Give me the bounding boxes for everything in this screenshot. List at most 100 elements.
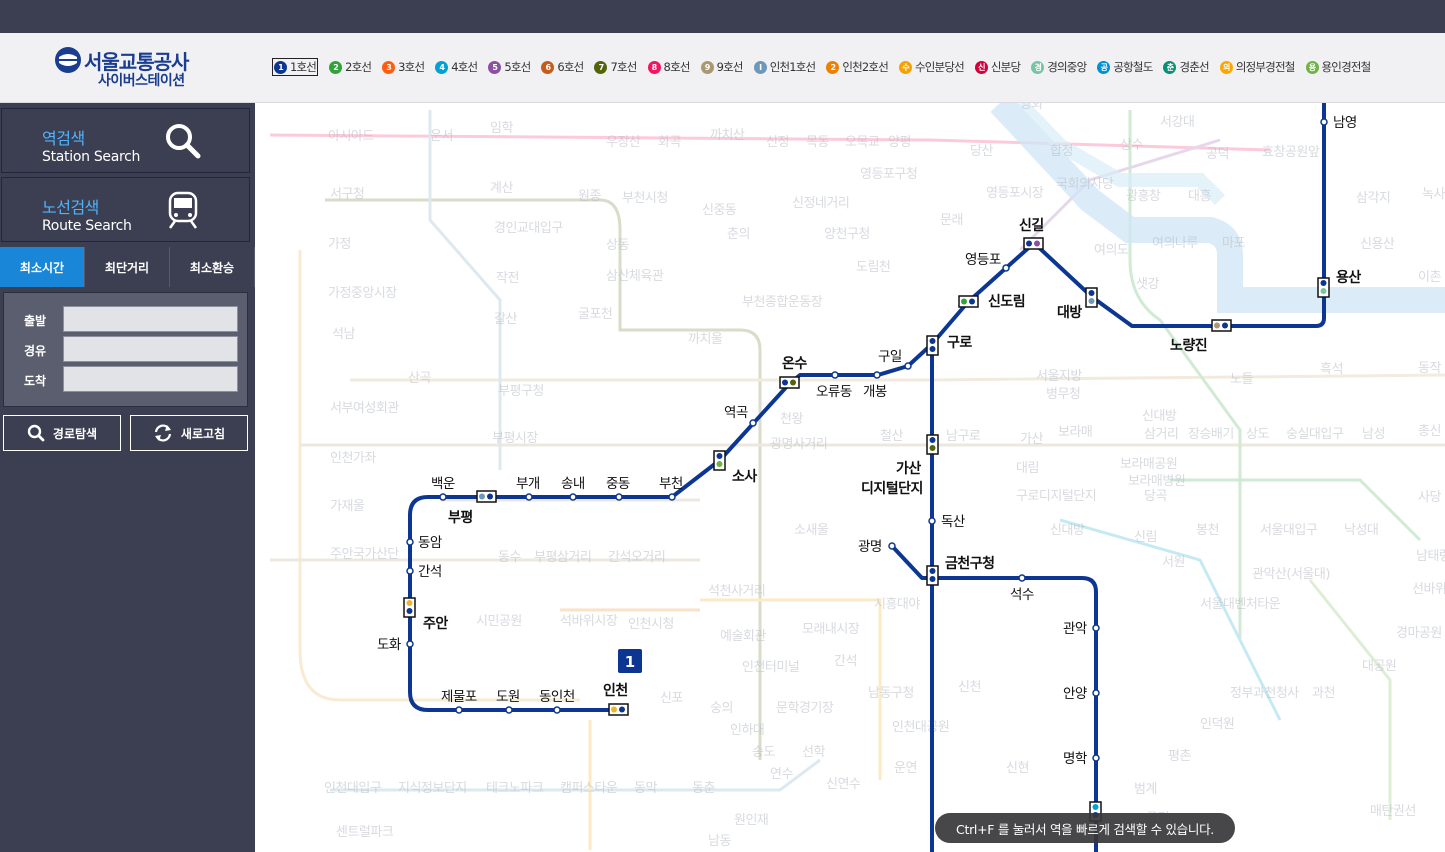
svg-text:병무청: 병무청 [1046,387,1080,402]
station-dowon[interactable] [505,706,513,714]
station-yongsan[interactable] [1317,277,1330,298]
station-incheon[interactable] [608,703,629,716]
svg-text:산곡: 산곡 [408,371,431,386]
station-ganseok[interactable] [406,567,414,575]
refresh-button[interactable]: 새로고침 [130,415,248,451]
arrival-input[interactable] [63,366,238,392]
label-seoksu: 석수 [1010,587,1034,603]
logo[interactable]: 서울교통공사 사이버스테이션 [54,44,204,90]
station-jungdong[interactable] [615,493,623,501]
station-singil[interactable] [1023,237,1044,250]
station-namyeong[interactable] [1320,118,1328,126]
seoul-metro-logo-icon [55,47,81,73]
svg-text:상도: 상도 [1246,427,1269,442]
departure-label: 출발 [24,314,47,328]
station-myeonghak[interactable] [1092,754,1100,762]
route-search-submit-button[interactable]: 경로탐색 [3,415,121,451]
station-bupyeong[interactable] [476,490,497,503]
line-filter-label: 6호선 [557,60,584,74]
station-oryudong[interactable] [831,371,839,379]
route-search-button[interactable]: 노선검색 Route Search [1,177,250,242]
station-daebang[interactable] [1085,287,1098,308]
line-badge-icon: 6 [541,60,555,74]
station-guro[interactable] [926,335,939,356]
tab-min-time[interactable]: 최소시간 [0,247,85,287]
station-gwangmyeong[interactable] [888,542,896,550]
svg-text:까치울: 까치울 [688,332,723,347]
station-gaebong[interactable] [873,371,881,379]
station-bugae[interactable] [525,493,533,501]
svg-text:신천: 신천 [958,680,981,695]
svg-text:흑석: 흑석 [1320,362,1343,377]
station-yeokgok[interactable] [749,419,757,427]
label-yeongdeungpo: 영등포 [965,252,1001,268]
station-onsu[interactable] [779,376,800,389]
svg-text:보라매병원: 보라매병원 [1128,474,1185,489]
line-filter-label: 1호선 [290,60,317,74]
station-dohwa[interactable] [406,640,414,648]
svg-text:신용산: 신용산 [1360,237,1395,252]
station-geumcheon[interactable] [926,565,939,586]
station-seoksu[interactable] [1018,574,1026,582]
via-input[interactable] [63,336,238,362]
station-sindorim[interactable] [958,295,979,308]
tab-shortest-distance[interactable]: 최단거리 [85,247,170,287]
station-yeongdeungpo[interactable] [1002,264,1010,272]
svg-text:남태령: 남태령 [1416,549,1445,564]
tab-min-transfer[interactable]: 최소환승 [170,247,255,287]
svg-text:정부과천청사: 정부과천청사 [1230,686,1299,701]
station-noryangjin[interactable] [1211,319,1232,332]
svg-text:우장산: 우장산 [606,135,641,150]
station-jemulpo[interactable] [455,706,463,714]
station-anyang[interactable] [1092,689,1100,697]
route-option-tabs: 최소시간 최단거리 최소환승 [0,247,255,287]
station-gasan[interactable] [926,434,939,455]
station-guil[interactable] [904,362,912,370]
station-songnae[interactable] [569,493,577,501]
svg-text:국회의사당: 국회의사당 [1056,177,1114,192]
svg-text:인천가좌: 인천가좌 [330,451,376,466]
station-dongam[interactable] [406,538,414,546]
svg-text:철산: 철산 [880,429,903,444]
svg-text:부평시장: 부평시장 [492,431,538,446]
station-search-button[interactable]: 역검색 Station Search [1,108,250,173]
line-filter-label: 2호선 [345,60,372,74]
station-doksan[interactable] [928,517,936,525]
departure-input[interactable] [63,306,238,332]
station-sosa[interactable] [713,450,726,471]
svg-text:서부여성회관: 서부여성회관 [330,401,399,416]
station-dongincheon[interactable] [553,706,561,714]
label-bucheon: 부천 [659,476,683,492]
station-baegun[interactable] [439,493,447,501]
svg-text:양평: 양평 [888,135,911,150]
svg-text:춘의: 춘의 [727,227,750,242]
station-gwanak[interactable] [1092,624,1100,632]
label-singil: 신길 [1019,218,1044,234]
station-bucheon[interactable] [668,493,676,501]
station-juan[interactable] [403,597,416,618]
line-badge-icon: 2 [826,60,840,74]
label-songnae: 송내 [561,476,585,492]
svg-text:대공원: 대공원 [1362,659,1396,674]
